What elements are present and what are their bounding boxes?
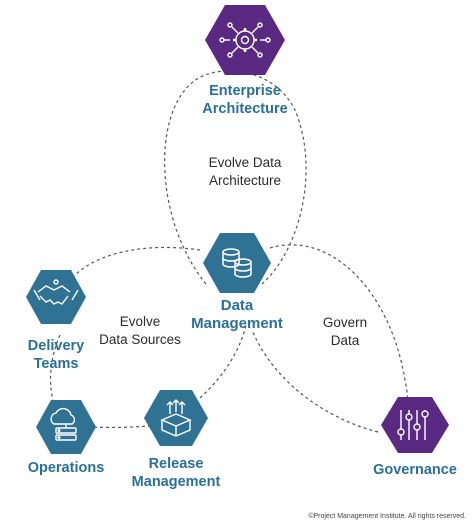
- delivery-teams-label: Delivery Teams: [6, 337, 106, 373]
- governance-hex[interactable]: [381, 397, 449, 453]
- evolve-architecture-label: Evolve Data Architecture: [185, 154, 305, 190]
- data-management-label: Data Management: [170, 297, 304, 333]
- sliders-icon: [397, 410, 429, 440]
- evolve-data-sources-line2: Data Sources: [99, 332, 181, 347]
- handshake-icon: [33, 279, 79, 305]
- data-management-label-line1: Data: [220, 297, 254, 314]
- evolve-data-sources-line1: Evolve: [119, 314, 161, 329]
- enterprise-architecture-label-line1: Enterprise: [209, 83, 281, 99]
- operations-label: Operations: [27, 460, 105, 476]
- release-management-label: Release Management: [122, 455, 230, 491]
- delivery-teams-label-line1: Delivery: [27, 338, 85, 354]
- enterprise-architecture-hex[interactable]: [205, 5, 285, 75]
- govern-data-line1: Govern: [322, 315, 368, 330]
- delivery-teams-label-line2: Teams: [33, 356, 79, 372]
- release-management-hex[interactable]: [144, 390, 208, 446]
- database-stack-icon: [222, 248, 252, 278]
- enterprise-architecture-label-line2: Architecture: [202, 101, 288, 117]
- release-management-label-line1: Release: [148, 456, 204, 472]
- govern-data-line2: Data: [330, 333, 360, 348]
- enterprise-architecture-label: Enterprise Architecture: [175, 82, 315, 118]
- box-arrows-icon: [160, 399, 192, 437]
- govern-data-loop: [251, 244, 408, 433]
- data-management-label-line2: Management: [191, 315, 283, 332]
- copyright-notice: ©Project Management Institute. All right…: [308, 513, 466, 520]
- cloud-server-icon: [50, 407, 77, 441]
- evolve-architecture-line1: Evolve Data: [208, 155, 282, 170]
- governance-label: Governance: [373, 462, 457, 478]
- gear-network-icon: [219, 22, 271, 58]
- evolve-data-sources-label: Evolve Data Sources: [84, 313, 196, 349]
- data-management-hex[interactable]: [203, 233, 271, 293]
- govern-data-label: Govern Data: [300, 314, 390, 350]
- operations-hex[interactable]: [36, 400, 96, 454]
- release-management-label-line2: Management: [131, 474, 221, 490]
- delivery-teams-hex[interactable]: [26, 270, 86, 324]
- evolve-architecture-line2: Architecture: [208, 173, 282, 188]
- evolve-data-sources-loop: [50, 246, 247, 429]
